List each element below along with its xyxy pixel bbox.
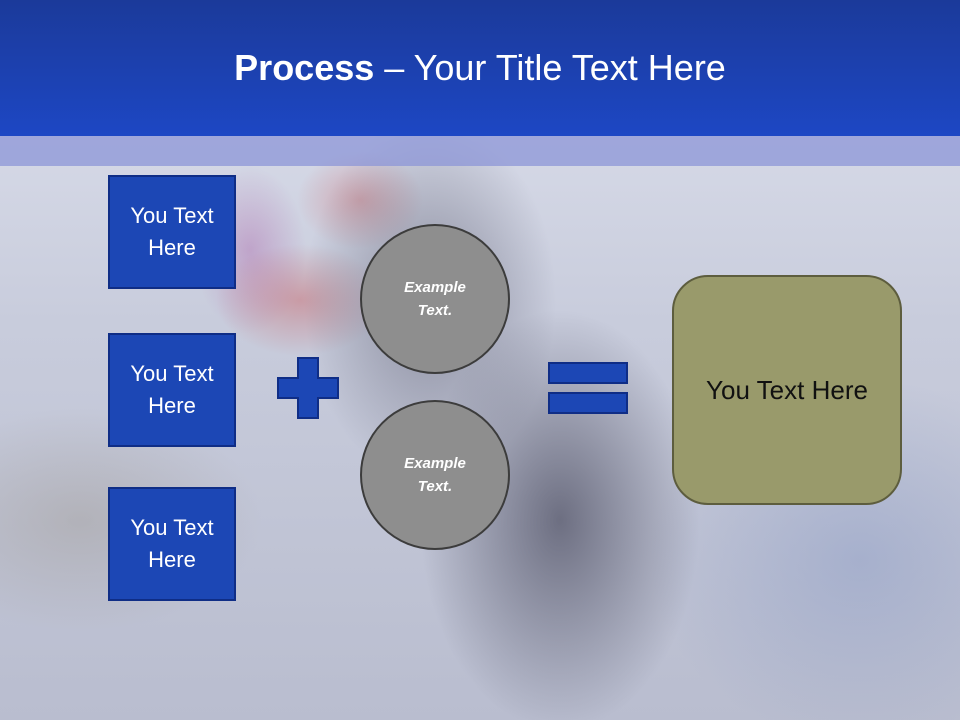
text-box-3: You Text Here xyxy=(108,487,236,601)
example-circle-1: Example Text. xyxy=(360,224,510,374)
circle-label: Example Text. xyxy=(404,455,466,495)
title-bold: Process xyxy=(234,47,375,88)
header-band xyxy=(0,136,960,166)
slide-title: Process – Your Title Text Here xyxy=(234,47,726,89)
result-label: You Text Here xyxy=(706,374,868,405)
title-rest: – Your Title Text Here xyxy=(374,47,726,88)
text-box-2: You Text Here xyxy=(108,333,236,447)
equals-icon xyxy=(548,362,628,414)
example-circle-2: Example Text. xyxy=(360,400,510,550)
text-box-label: You Text Here xyxy=(130,515,214,572)
result-box: You Text Here xyxy=(672,275,902,505)
circle-label: Example Text. xyxy=(404,279,466,319)
text-box-label: You Text Here xyxy=(130,361,214,418)
title-bar: Process – Your Title Text Here xyxy=(0,0,960,136)
plus-icon xyxy=(277,357,339,419)
text-box-1: You Text Here xyxy=(108,175,236,289)
text-box-label: You Text Here xyxy=(130,203,214,260)
